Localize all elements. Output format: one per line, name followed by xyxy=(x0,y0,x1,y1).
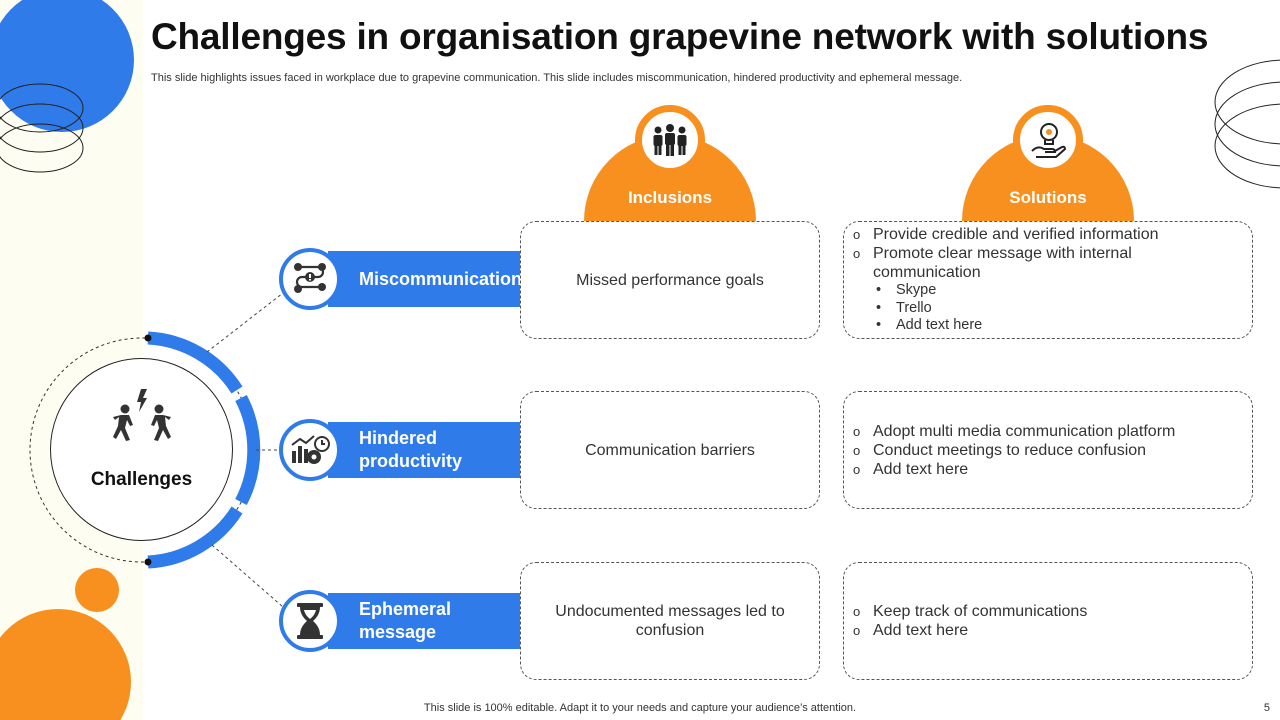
conflict-people-icon xyxy=(111,387,173,452)
arc-end-dot xyxy=(144,558,152,566)
footer-note: This slide is 100% editable. Adapt it to… xyxy=(423,702,857,714)
ring-decoration xyxy=(1214,81,1280,167)
page-number: 5 xyxy=(1263,702,1270,714)
chart-gear-clock-icon xyxy=(279,419,341,481)
inclusion-text: Missed performance goals xyxy=(576,271,764,289)
inclusion-box-1: Missed performance goals xyxy=(520,221,820,339)
ring-decoration xyxy=(1214,103,1280,189)
solutions-header: Solutions xyxy=(962,105,1134,221)
inclusion-text: Undocumented messages led to confusion xyxy=(555,603,785,639)
solution-sub-item: •Trello xyxy=(876,299,932,316)
connector-line xyxy=(211,544,284,608)
arc-end-dot xyxy=(144,334,152,342)
solution-sub-item: •Skype xyxy=(876,282,937,299)
idea-bulb-hand-icon xyxy=(1013,105,1083,175)
team-icon xyxy=(635,105,705,175)
orange-circle-decoration xyxy=(0,609,131,720)
inclusions-label: Inclusions xyxy=(627,188,713,207)
hub-arc-segment xyxy=(147,506,243,569)
inclusion-box-3: Undocumented messages led to confusion xyxy=(520,562,820,680)
small-orange-circle-decoration xyxy=(75,568,119,612)
ring-decoration xyxy=(1214,59,1280,145)
hourglass-icon xyxy=(279,590,341,652)
solutions-label: Solutions xyxy=(1009,188,1087,207)
blue-circle-decoration xyxy=(0,0,134,132)
page-title: Challenges in organisation grapevine net… xyxy=(151,16,1209,57)
page-subtitle: This slide highlights issues faced in wo… xyxy=(151,72,963,84)
ring-decoration xyxy=(0,123,84,173)
hub-arc-segment xyxy=(235,394,261,506)
flow-chat-icon xyxy=(279,248,341,310)
connector-line xyxy=(206,292,284,353)
ring-decoration xyxy=(0,83,84,133)
solution-sub-item: •Add text here xyxy=(876,317,983,334)
inclusion-text: Communication barriers xyxy=(585,441,755,459)
ring-decoration xyxy=(0,103,84,153)
hub-arc-segment xyxy=(147,331,243,394)
challenges-hub: Challenges xyxy=(50,358,233,541)
challenges-label: Challenges xyxy=(90,469,193,490)
inclusion-box-2: Communication barriers xyxy=(520,391,820,509)
